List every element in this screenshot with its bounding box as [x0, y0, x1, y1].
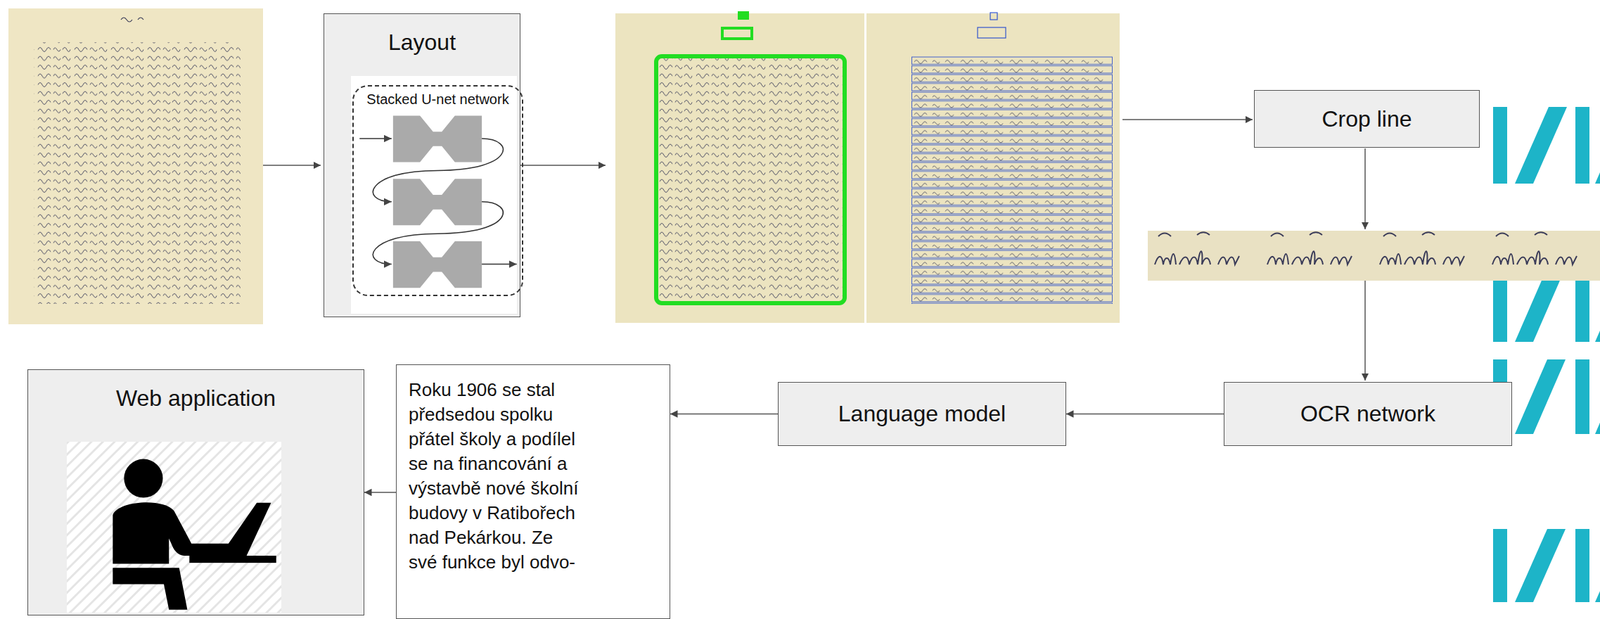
flow-arrow: [1122, 118, 1253, 121]
flow-arrow: [263, 164, 321, 166]
process-box: OCR network: [1223, 381, 1513, 446]
node-title: OCR network: [1300, 400, 1436, 427]
region-marker: [737, 11, 750, 20]
logo-bar: [1575, 106, 1590, 184]
logo-slash: [1595, 528, 1600, 603]
line-box: [977, 27, 1006, 38]
document-page: [866, 13, 1120, 323]
unet-stack-illustration: [353, 86, 522, 295]
flow-arrow: [1364, 280, 1366, 381]
flow-arrow: [520, 164, 606, 166]
process-box: Language model: [777, 381, 1067, 446]
network-group: Stacked U-net network: [352, 85, 524, 297]
node-title: Web application: [116, 385, 276, 412]
flow-arrow: [364, 491, 396, 494]
document-page: [8, 8, 264, 325]
process-box: Crop line: [1253, 90, 1480, 148]
network-image-ground: [350, 75, 517, 314]
body-text: Roku 1906 se stal předsedou spolku přáte…: [408, 377, 583, 575]
flow-arrow: [670, 413, 778, 415]
group-label: Stacked U-net network: [366, 90, 509, 108]
logo-marks: [1493, 106, 1600, 603]
logo-slash: [1514, 528, 1566, 603]
logo-bar: [1575, 359, 1590, 434]
unet-stack-illustration: [359, 115, 517, 288]
line-box: [990, 12, 998, 20]
page-number-mark: [120, 17, 144, 22]
logo-bar: [1575, 270, 1590, 342]
line-boxes: [911, 56, 1114, 304]
logo-bar: [1493, 528, 1508, 603]
logo-bar: [1493, 106, 1508, 184]
logo-slash: [1595, 270, 1600, 342]
logo-slash: [1514, 106, 1567, 184]
logo-slash: [1514, 270, 1565, 342]
document-page: [615, 13, 865, 323]
logo-bar: [1575, 528, 1590, 603]
region-marker: [722, 28, 752, 39]
logo-slash: [1595, 359, 1600, 434]
user-icon: [66, 441, 282, 613]
cropped-line-image: [1147, 230, 1600, 281]
handwriting-area: [33, 42, 241, 304]
flow-arrow: [1066, 413, 1224, 415]
application-box: Web application: [27, 369, 365, 616]
node-title: Language model: [838, 400, 1006, 427]
text-region-outline: [656, 56, 845, 304]
output-text-box: Roku 1906 se stal předsedou spolku přáte…: [395, 364, 671, 619]
node-title: Layout: [388, 29, 456, 56]
logo-slash: [1514, 359, 1566, 434]
cropped-line-handwriting: [1147, 230, 1600, 281]
logo-slash: [1595, 106, 1600, 184]
logo-bar: [1493, 270, 1508, 342]
handwriting-area: [657, 57, 844, 301]
layout-box: LayoutStacked U-net network: [323, 13, 521, 318]
flow-arrow: [1364, 148, 1366, 230]
node-title: Crop line: [1321, 106, 1412, 133]
user-icon: [66, 441, 282, 613]
